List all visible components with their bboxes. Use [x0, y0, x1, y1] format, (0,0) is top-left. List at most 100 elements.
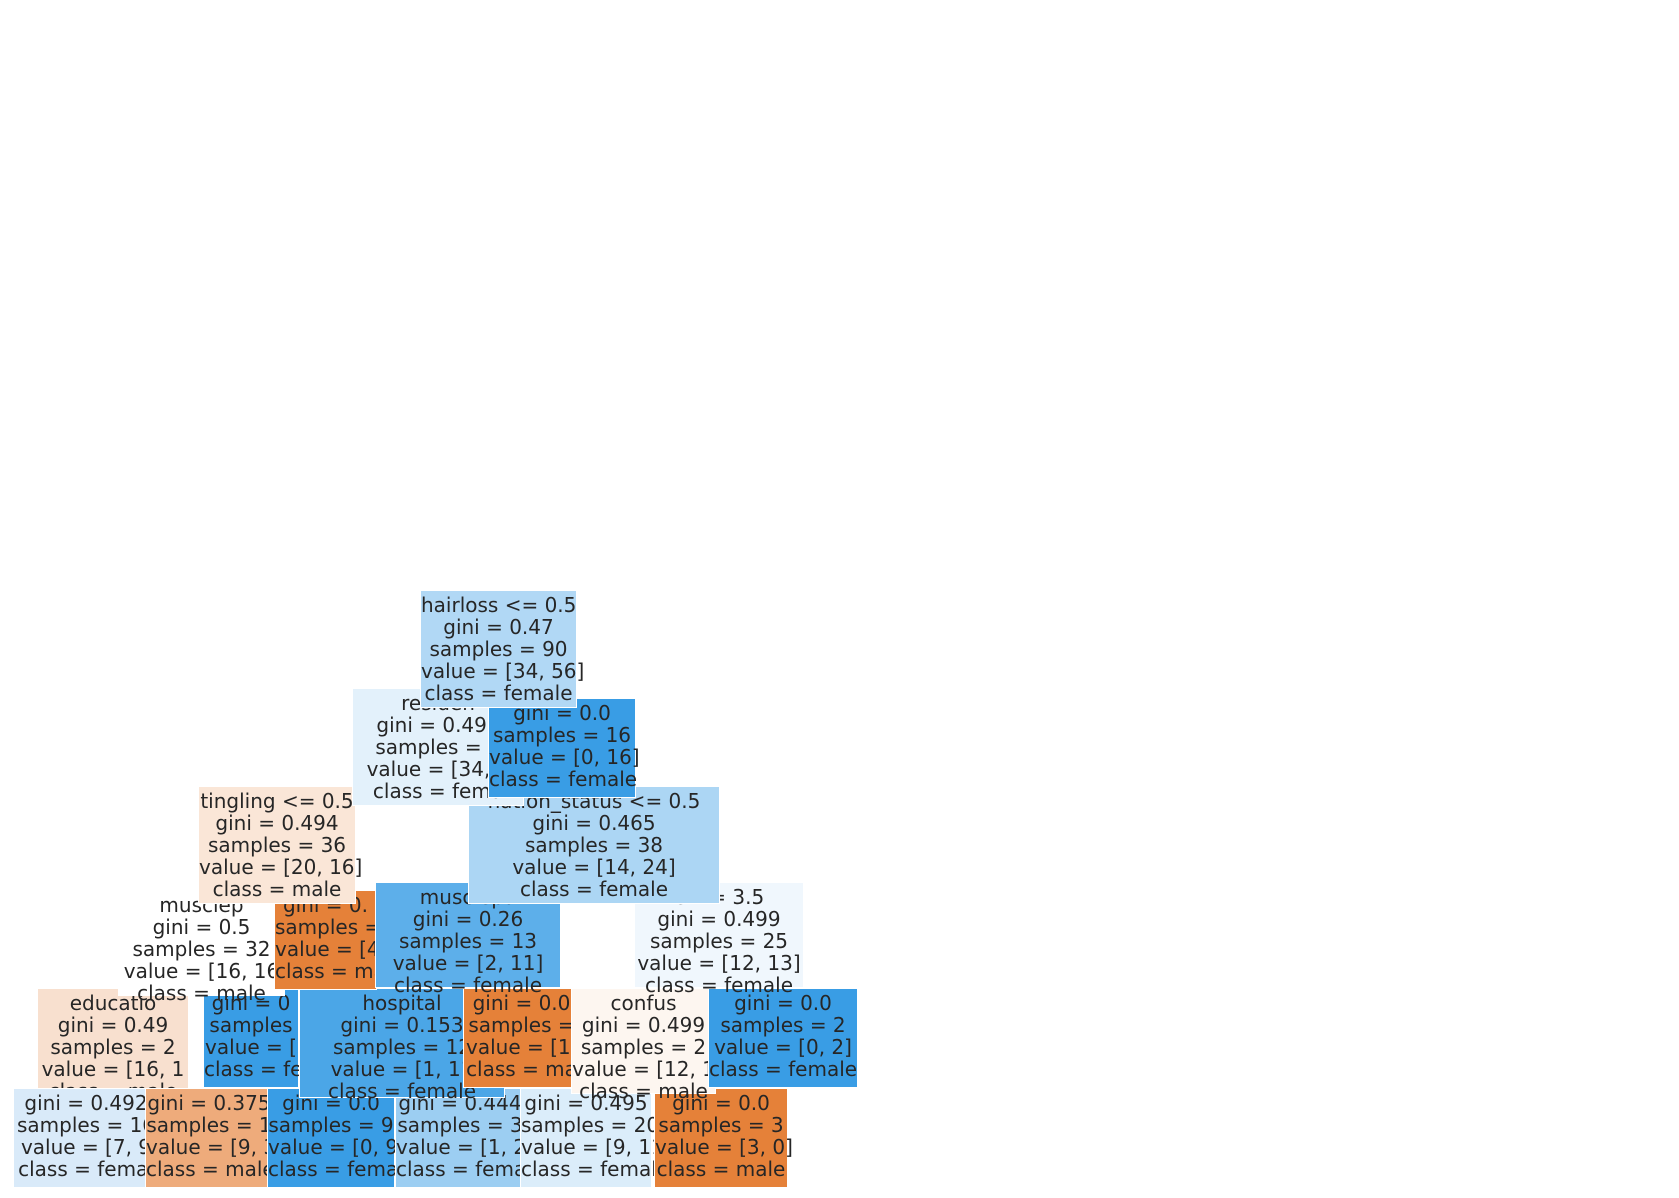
node-text-line: gini = 0.0: [472, 991, 571, 1015]
node-text-line: value = [0, 9: [268, 1135, 399, 1159]
node-text-line: class = female: [489, 767, 638, 791]
node-text-line: samples = 90: [429, 637, 568, 661]
node-text-line: gini = 0.26: [412, 907, 524, 931]
node-text-line: value = [1, 11: [330, 1057, 474, 1081]
node-text-line: samples = 36: [207, 833, 347, 857]
node-text-line: samples = 3: [397, 1113, 523, 1137]
node-text-line: samples = 13: [398, 929, 538, 953]
node-text-line: class = male: [212, 877, 342, 901]
node-text-line: confus: [610, 991, 677, 1015]
node-text-line: gini = 0.492: [24, 1091, 148, 1115]
node-text-line: class = female: [521, 1157, 670, 1181]
node-text-line: class = fema: [268, 1157, 399, 1181]
node-text-line: value = [4: [275, 937, 380, 961]
node-text-line: value = [34, 4: [366, 757, 510, 781]
node-text-line: samples = 3: [658, 1113, 784, 1137]
node-text-line: class = female: [519, 877, 669, 901]
node-text-line: class = female: [327, 1079, 477, 1103]
node-text-line: samples = 7: [375, 735, 501, 759]
node-text-line: class = fema: [396, 1157, 527, 1181]
node-text-line: value = [9, 3: [146, 1135, 277, 1159]
node-text-line: class = ma: [275, 959, 386, 983]
node-text-line: hairloss <= 0.5: [421, 593, 577, 617]
node-text-line: class = male: [146, 1157, 275, 1181]
node-text-line: value = [: [205, 1035, 297, 1059]
node-text-line: value = [3, 0]: [655, 1135, 793, 1159]
node-text-line: class = male: [579, 1079, 708, 1103]
node-text-line: value = [14, 24]: [512, 855, 676, 879]
node-text-line: samples =: [275, 915, 382, 939]
node-text-line: class = male: [656, 1157, 786, 1181]
node-text-line: samples = 12: [332, 1035, 472, 1059]
node-text-line: value = [1,: [466, 1035, 577, 1059]
node-text-line: gini = 0.465: [532, 811, 656, 835]
node-text-line: value = [12, 1: [572, 1057, 715, 1081]
node-text-line: samples: [209, 1013, 293, 1037]
node-text-line: class = fe: [204, 1057, 303, 1081]
node-text-line: samples = 2: [580, 1035, 707, 1059]
node-text-line: gini = 0.494: [215, 811, 339, 835]
node-text-line: samples = 20: [521, 1113, 660, 1137]
node-text-line: samples = 16: [16, 1113, 156, 1137]
node-text-line: class = fema: [372, 779, 504, 803]
node-text-line: gini = 0.497: [376, 713, 500, 737]
node-text-line: samples = 1: [146, 1113, 272, 1137]
node-text-line: value = [34, 56]: [421, 659, 585, 683]
node-text-line: class = male: [137, 981, 266, 1005]
node-text-line: gini = 0.153: [340, 1013, 464, 1037]
node-text-line: gini = 0.47: [443, 615, 554, 639]
node-text-line: educatio: [69, 991, 157, 1015]
node-text-line: value = [0, 2]: [714, 1035, 852, 1059]
node-text-line: gini = 0.49: [57, 1013, 169, 1037]
node-text-line: gini = 0.0: [734, 991, 832, 1015]
node-text-line: class = female: [709, 1057, 858, 1081]
node-text-line: samples = 9: [268, 1113, 394, 1137]
node-text-line: value = [20, 16]: [199, 855, 363, 879]
node-text-line: value = [1, 2: [396, 1135, 527, 1159]
node-text-line: samples =: [468, 1013, 575, 1037]
node-text-line: class = femal: [18, 1157, 154, 1181]
node-text-line: hospital: [362, 991, 442, 1015]
node-text-line: class = female: [424, 681, 573, 705]
node-text-line: value = [0, 16]: [489, 745, 640, 769]
node-text-line: tingling <= 0.5: [200, 789, 354, 813]
node-text-line: value = [9, 11: [521, 1135, 664, 1159]
node-text-line: samples = 32: [132, 937, 271, 961]
node-text-line: gini = 0: [211, 991, 291, 1015]
node-text-line: value = [2, 11]: [392, 951, 544, 975]
node-text-line: value = [7, 9: [20, 1135, 152, 1159]
node-text-line: class = female: [644, 973, 794, 997]
node-text-line: samples = 25: [649, 929, 789, 953]
node-text-line: gini = 0.375: [147, 1091, 271, 1115]
node-text-line: samples = 2: [720, 1013, 846, 1037]
node-text-line: gini = 0.495: [524, 1091, 648, 1115]
node-text-line: value = [12, 13]: [637, 951, 801, 975]
node-text-line: value = [16, 16: [123, 959, 280, 983]
node-text-line: class = ma: [466, 1057, 577, 1081]
node-text-line: samples = 2: [50, 1035, 176, 1059]
node-text-line: class = female: [393, 973, 543, 997]
node-text-line: gini = 0.499: [581, 1013, 706, 1037]
node-text-line: value = [16, 1: [41, 1057, 185, 1081]
node-text-line: gini = 0.0: [672, 1091, 770, 1115]
node-text-line: gini = 0.499: [657, 907, 781, 931]
node-text-line: samples = 16: [492, 723, 632, 747]
node-text-line: gini = 0.5: [152, 915, 251, 939]
node-text-line: samples = 38: [524, 833, 664, 857]
